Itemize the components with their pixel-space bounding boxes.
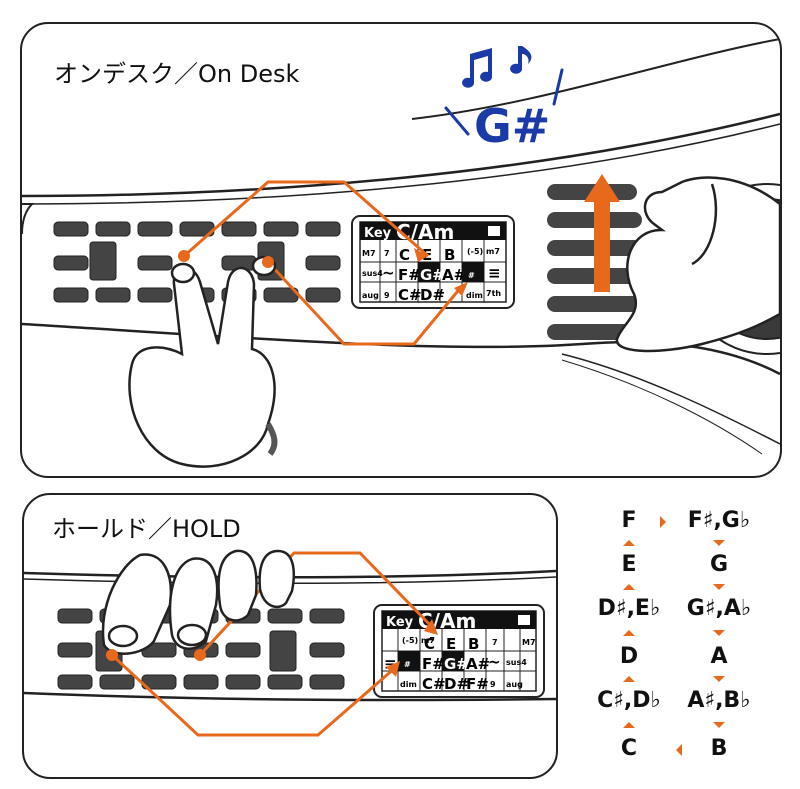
- svg-text:F#: F#: [422, 655, 445, 673]
- arrow-down-icon: [713, 676, 725, 682]
- hold-title: ホールド／HOLD: [52, 515, 241, 543]
- svg-text:F#: F#: [398, 266, 421, 284]
- svg-text:~: ~: [382, 264, 395, 282]
- svg-text:≡: ≡: [488, 264, 501, 282]
- svg-text:M7: M7: [522, 638, 536, 647]
- svg-text:aug: aug: [506, 680, 523, 689]
- note-right-0: F♯,G♭: [687, 508, 751, 533]
- svg-text:B: B: [468, 635, 479, 653]
- lcd-display-desk: Key C/Am M7 7 C E B (-5) m7 sus4 ~ F#: [351, 215, 515, 309]
- arrow-up-icon: [623, 584, 635, 590]
- lcd-key-label: Key: [364, 226, 392, 241]
- hold-scene: Key C/Am (-5) m7 C E B 7 M7 ≡ #: [24, 549, 556, 737]
- svg-text:9: 9: [384, 291, 390, 300]
- svg-text:dim: dim: [400, 680, 417, 689]
- svg-text:Key: Key: [386, 615, 414, 630]
- holding-hand: [101, 549, 295, 655]
- v-sign-hand: [128, 255, 278, 468]
- arrow-up-icon: [623, 630, 635, 636]
- pointing-hand: [615, 176, 780, 353]
- svg-text:9: 9: [490, 680, 496, 689]
- arrow-down-icon: [713, 722, 725, 728]
- on-desk-title: オンデスク／On Desk: [54, 60, 300, 88]
- note-left-5: C: [620, 736, 638, 761]
- note-left-4: C♯,D♭: [597, 688, 661, 713]
- svg-text:C: C: [424, 635, 435, 653]
- note-right-4: A♯,B♭: [687, 688, 751, 713]
- up-arrow: [584, 174, 620, 292]
- svg-text:aug: aug: [362, 291, 379, 300]
- note-left-2: D♯,E♭: [597, 596, 661, 621]
- arrow-left-icon: [676, 744, 682, 756]
- note-right-2: G♯,A♭: [686, 596, 752, 621]
- svg-text:G#: G#: [444, 655, 469, 673]
- svg-text:C#: C#: [422, 675, 446, 693]
- note-left-1: E: [621, 552, 637, 577]
- left-button-grid: [53, 221, 341, 303]
- svg-text:D#: D#: [444, 675, 469, 693]
- svg-text:(-5) m7: (-5) m7: [467, 247, 500, 256]
- svg-text:sus4: sus4: [362, 269, 383, 278]
- svg-text:sus4: sus4: [506, 658, 527, 667]
- arrow-up-icon: [623, 722, 635, 728]
- svg-text:#: #: [468, 271, 475, 280]
- svg-text:~: ~: [488, 653, 501, 671]
- note-right-3: A: [710, 644, 728, 669]
- arrow-down-icon: [713, 630, 725, 636]
- svg-text:B: B: [444, 246, 455, 264]
- lcd-key-value: C/Am: [396, 220, 454, 244]
- lcd-display-hold: Key C/Am (-5) m7 C E B 7 M7 ≡ #: [373, 604, 545, 698]
- svg-text:#: #: [404, 660, 411, 669]
- svg-text:D#: D#: [420, 286, 445, 304]
- svg-text:7: 7: [492, 638, 498, 647]
- note-right-1: G: [709, 552, 729, 577]
- svg-text:7th: 7th: [486, 289, 501, 298]
- arrow-up-icon: [623, 676, 635, 682]
- svg-text:C: C: [399, 246, 410, 264]
- svg-text:A#: A#: [442, 266, 466, 284]
- arrow-down-icon: [713, 540, 725, 546]
- note-left-0: F: [621, 508, 637, 533]
- svg-text:7: 7: [384, 249, 390, 258]
- on-desk-panel: オンデスク／On Desk: [20, 22, 782, 478]
- svg-text:A#: A#: [466, 655, 490, 673]
- svg-text:C#: C#: [398, 286, 422, 304]
- music-notes-icon: [462, 46, 532, 88]
- svg-text:E: E: [446, 635, 456, 653]
- played-note-label: G#: [474, 99, 550, 153]
- note-left-3: D: [619, 644, 639, 669]
- arrow-down-icon: [713, 584, 725, 590]
- svg-text:(-5) m7: (-5) m7: [402, 636, 435, 645]
- svg-text:G#: G#: [420, 266, 445, 284]
- arrow-right-icon: [660, 516, 666, 528]
- on-desk-scene: Key C/Am M7 7 C E B (-5) m7 sus4 ~ F#: [22, 38, 780, 468]
- svg-text:dim: dim: [466, 291, 483, 300]
- note-right-5: B: [710, 736, 728, 761]
- hold-panel: ホールド／HOLD: [22, 493, 558, 779]
- note-order-diagram: F F♯,G♭ E G D♯,E♭ G♯,A♭ D A C♯,D♭ A♯,B♭ …: [576, 498, 786, 778]
- svg-text:F#: F#: [466, 675, 489, 693]
- svg-text:M7: M7: [362, 249, 376, 258]
- arrow-up-icon: [623, 540, 635, 546]
